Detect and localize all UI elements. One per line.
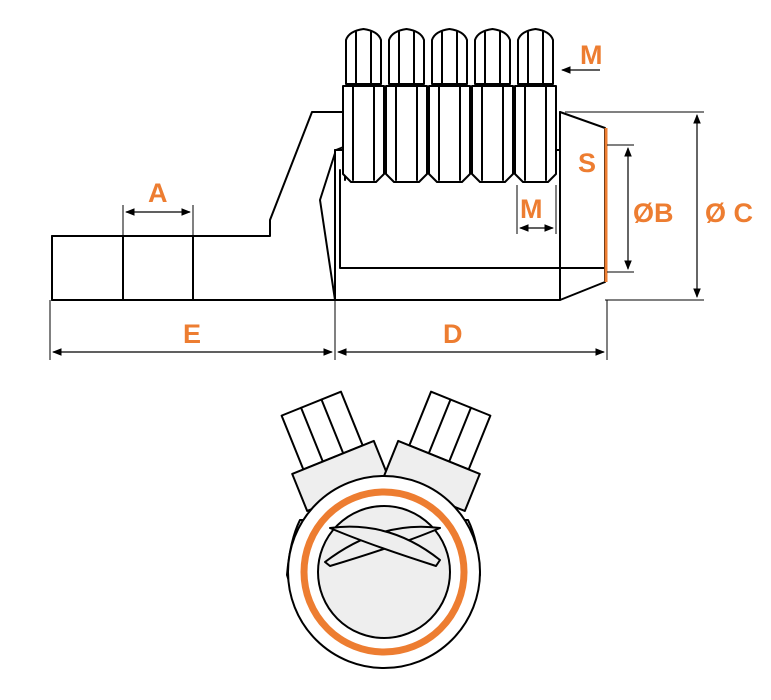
bolt-tip-right: [329, 525, 441, 567]
dim-mid-m: [516, 185, 557, 234]
label-b: ØB: [633, 198, 674, 228]
dim-b: [607, 144, 634, 273]
dim-d: [337, 300, 608, 360]
side-bolts: [342, 28, 557, 183]
dim-e: [49, 300, 336, 360]
label-d: D: [443, 319, 463, 349]
end-view: [280, 390, 492, 669]
shear-bolt: [342, 28, 385, 183]
dim-c: [565, 111, 704, 301]
side-view: M M A S ØB Ø C E D: [49, 28, 753, 360]
shear-bolt: [471, 28, 514, 183]
barrel-bore-ring: [300, 488, 468, 656]
lug-palm: [51, 111, 347, 301]
label-c: Ø C: [705, 198, 753, 228]
dim-a: [122, 205, 194, 236]
shear-bolt: [428, 28, 471, 183]
shear-bolt: [385, 28, 428, 183]
barrel-bore: [317, 505, 451, 639]
shear-bolt: [514, 28, 557, 183]
label-mid-m: M: [520, 194, 543, 224]
label-s: S: [578, 148, 596, 178]
label-top-m: M: [580, 40, 603, 70]
end-bolt-right: [382, 390, 492, 512]
end-bolt-left: [280, 390, 390, 512]
label-a: A: [148, 178, 168, 208]
label-e: E: [183, 319, 201, 349]
